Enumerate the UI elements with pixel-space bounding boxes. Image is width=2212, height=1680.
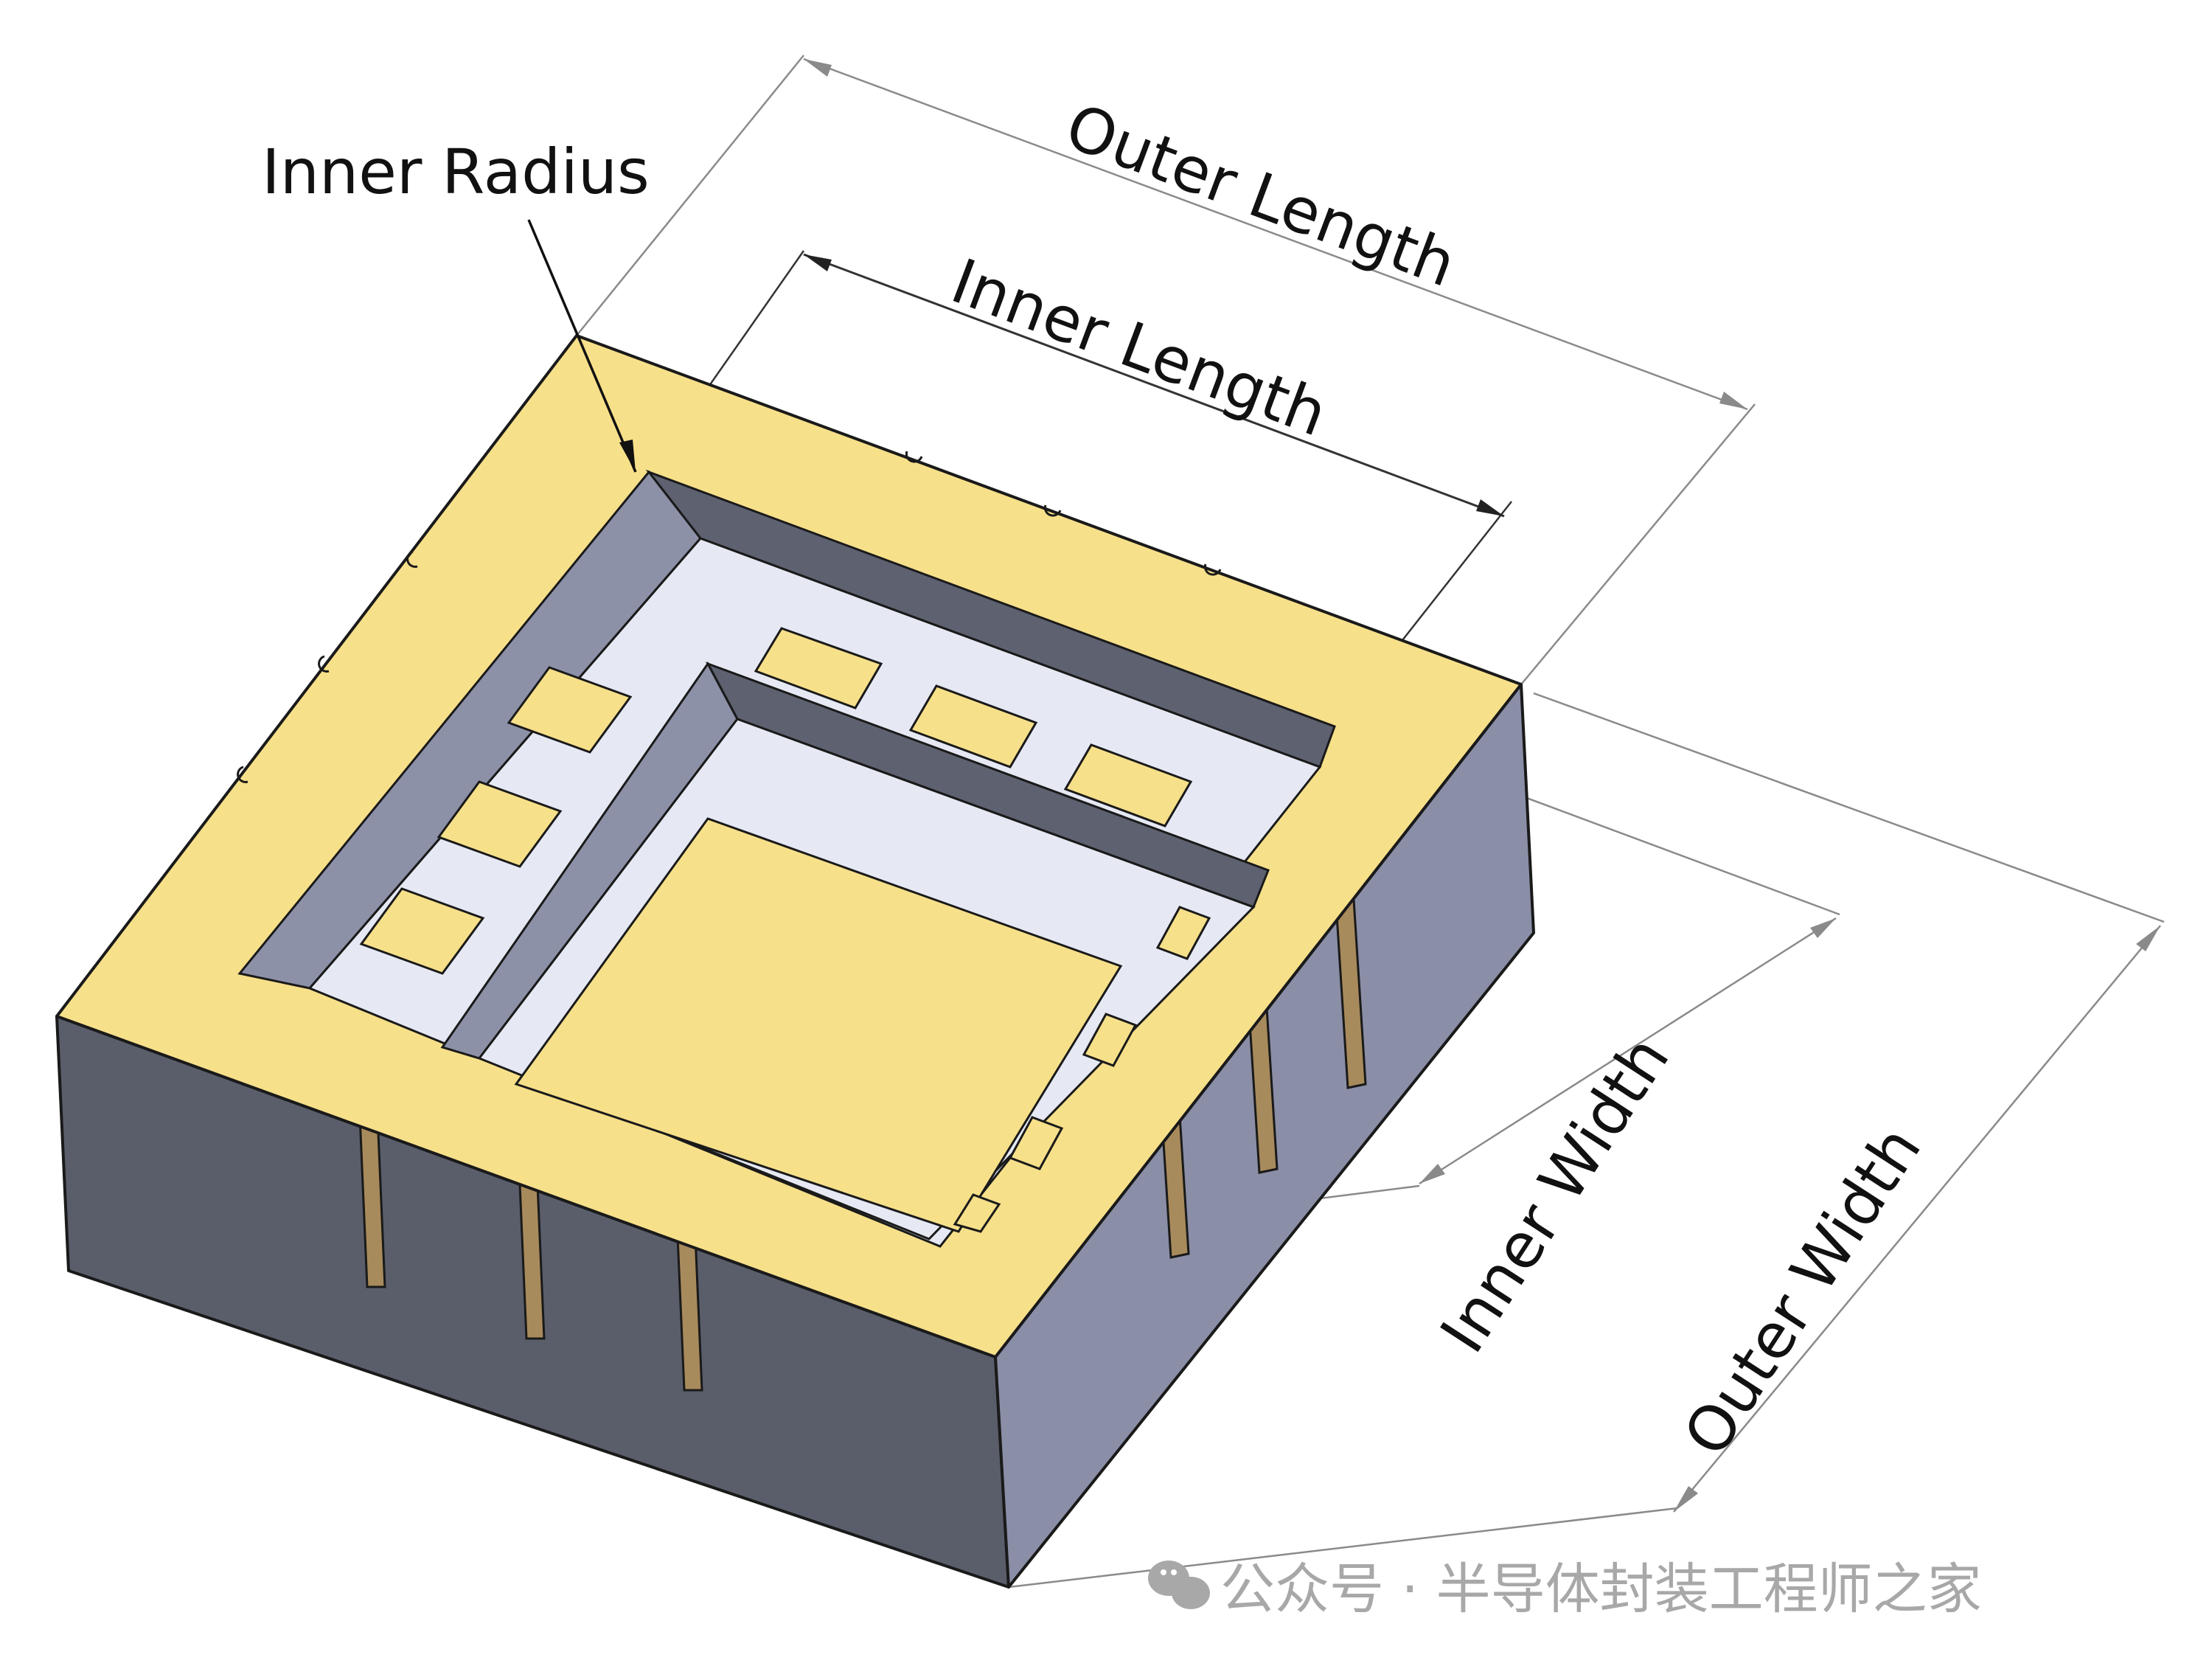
die-attach-pad bbox=[514, 817, 1123, 1233]
inner-width-label: Inner Width bbox=[1427, 1024, 1683, 1365]
watermark-text: 公众号 · 半导体封装工程师之家 bbox=[1220, 1558, 1982, 1621]
outer-width-label: Outer Width bbox=[1670, 1114, 1935, 1468]
watermark: 公众号 · 半导体封装工程师之家 bbox=[1148, 1558, 1982, 1621]
outer-length-label: Outer Length bbox=[1057, 90, 1465, 301]
bond-pads-right bbox=[953, 906, 1211, 1233]
inner-radius-leader bbox=[527, 219, 637, 473]
bond-pads-back bbox=[754, 627, 1193, 827]
castellations-front bbox=[358, 1114, 703, 1392]
bond-pads-left bbox=[359, 666, 633, 975]
wechat-icon bbox=[1148, 1561, 1210, 1609]
inner-length-label: Inner Length bbox=[942, 245, 1336, 451]
inner-radius-label: Inner Radius bbox=[262, 136, 650, 208]
edge-notches bbox=[237, 451, 1222, 783]
package-body bbox=[55, 334, 1535, 1589]
